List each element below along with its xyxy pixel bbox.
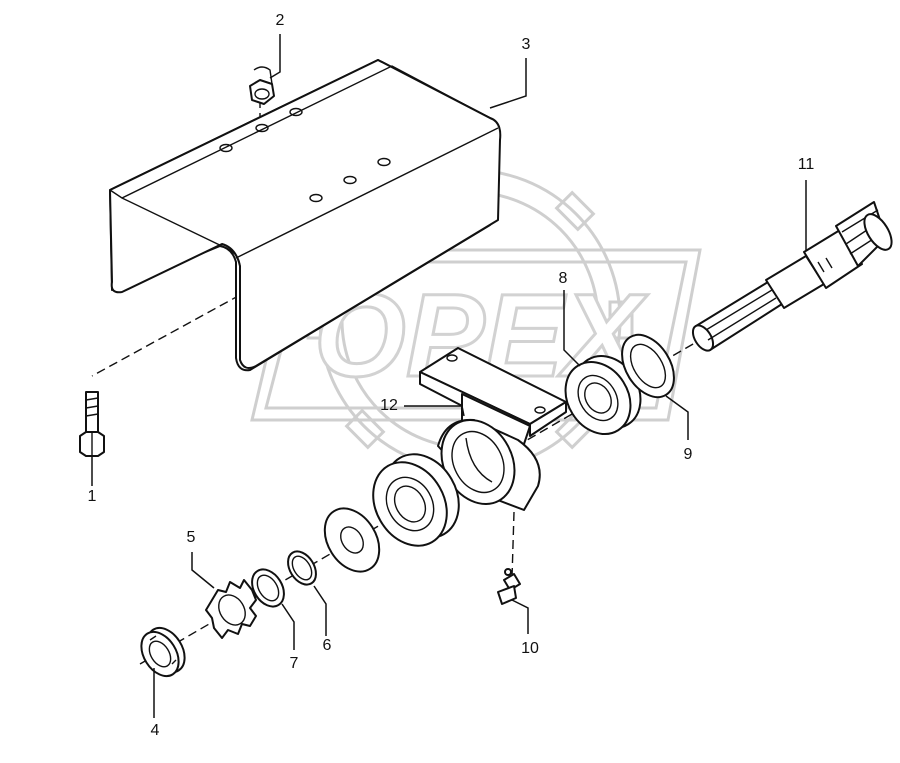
callout-3: 3 [521, 36, 531, 53]
leader-8 [563, 290, 581, 367]
part-4-lock-nut [140, 626, 186, 678]
callout-2: 2 [275, 12, 285, 29]
callout-7: 7 [289, 655, 299, 672]
part-1-bolt [79, 391, 105, 457]
leader-5 [191, 552, 215, 589]
part-9-seal-ring [621, 333, 675, 399]
callout-9: 9 [683, 446, 693, 463]
part-8-bearing [564, 355, 642, 435]
leader-7 [281, 603, 295, 650]
callout-6: 6 [322, 637, 332, 654]
part-5-lock-washer [205, 579, 257, 639]
leader-12 [404, 405, 465, 417]
watermark-frame-inner [264, 260, 688, 410]
part-6-ring [287, 550, 317, 586]
part-7-ring [251, 568, 285, 608]
leader-10 [511, 599, 529, 634]
callout-12: 12 [380, 397, 398, 414]
leader-lines [91, 34, 807, 718]
leader-3 [489, 58, 527, 109]
left-bearing [372, 453, 460, 547]
leader-2 [269, 34, 281, 79]
bolt-axis-line [91, 294, 241, 377]
leader-6 [313, 585, 327, 636]
callout-10: 10 [521, 640, 539, 657]
part-2-nut [249, 66, 275, 105]
callout-5: 5 [186, 529, 196, 546]
callout-11: 11 [797, 156, 815, 173]
part-3-guard [109, 59, 502, 372]
callout-8: 8 [558, 270, 568, 287]
leader-9 [665, 395, 689, 440]
grease-axis-line [511, 511, 515, 579]
callout-1: 1 [87, 488, 97, 505]
flat-washer [323, 507, 381, 573]
part-10-grease-nipple [497, 568, 521, 605]
part-11-splined-shaft [691, 201, 893, 352]
watermark-frame [250, 248, 702, 422]
callout-4: 4 [150, 722, 160, 739]
part-12-bearing-housing [419, 347, 567, 511]
